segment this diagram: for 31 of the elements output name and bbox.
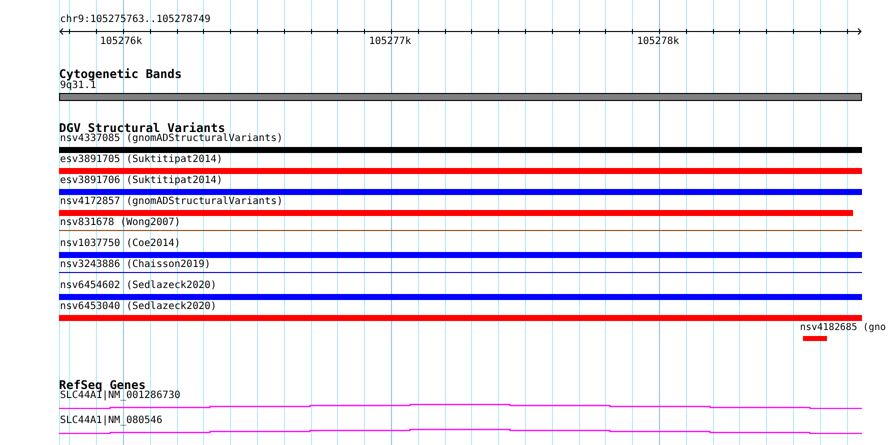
feature-label: nsv1037750 (Coe2014) [60,238,180,250]
feature-label: esv3891705 (Suktitipat2014) [60,154,223,166]
cytoband-bar [59,93,862,101]
feature-label: nsv6453040 (Sedlazeck2020) [60,301,217,313]
feature-label: nsv6454602 (Sedlazeck2020) [60,280,217,292]
variant-bar [59,294,862,300]
variant-line [59,272,862,273]
region-label: chr9:105275763..105278749 [60,14,211,26]
feature-label: nsv4337085 (gnomADStructuralVariants) [60,133,283,145]
variant-bar [59,252,862,258]
gene-model-line [59,403,862,409]
gene-model-line [59,428,862,434]
tick-label: 105277k [369,36,412,48]
track-title: Cytogenetic Bands [59,67,182,81]
variant-bar [59,168,862,174]
feature-label: nsv831678 (Wong2007) [60,217,180,229]
feature-label: esv3891706 (Suktitipat2014) [60,175,223,187]
feature-label: nsv3243886 (Chaisson2019) [60,259,211,271]
variant-bar [59,315,862,321]
variant-line [59,230,862,231]
feature-label: nsv4182685 (gno [800,322,886,334]
feature-label: 9q31.1 [60,80,96,92]
feature-label: nsv4172857 (gnomADStructuralVariants) [60,196,283,208]
feature-label: SLC44A1|NM_080546 [60,415,162,427]
variant-bar [59,147,862,153]
variant-bar [59,210,853,216]
variant-bar [59,189,862,195]
tick-label: 105278k [637,36,680,48]
feature-label: SLC44A1|NM_001286730 [60,390,180,402]
tick-label: 105276k [100,36,142,48]
variant-bar [803,336,827,341]
